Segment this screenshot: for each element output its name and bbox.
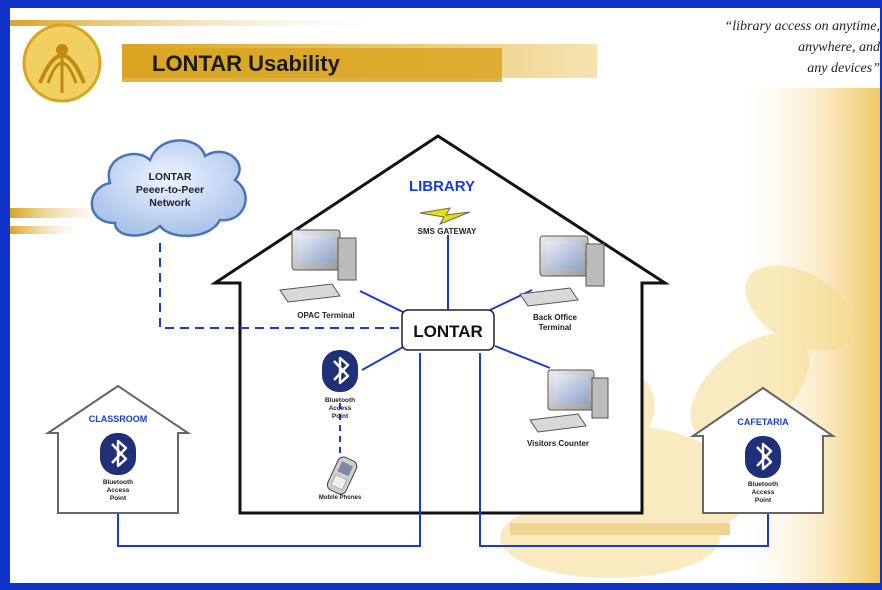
opac-label: OPAC Terminal <box>297 311 355 320</box>
phones-label: Mobile Phones <box>319 495 362 501</box>
mobile-phone-icon <box>326 456 358 495</box>
back-office-label-1: Back Office <box>533 313 578 322</box>
cafetaria-building: CAFETARIA Bluetooth Access Point <box>689 386 837 514</box>
visitors-link <box>494 345 551 369</box>
lightning-icon <box>419 207 471 225</box>
cloud-link <box>159 243 402 329</box>
tagline-line-1: “library access on anytime, <box>724 19 880 34</box>
sms-gateway: SMS GATEWAY <box>418 207 477 236</box>
cloud-line-2: Peeer-to-Peer <box>136 184 204 196</box>
cafetaria-bt-label-2: Access <box>752 489 775 496</box>
header: LONTAR Usability “library access on anyt… <box>22 19 880 103</box>
page-title: LONTAR Usability <box>152 51 341 76</box>
lontar-hub-label: LONTAR <box>413 322 483 341</box>
diagram-canvas: LONTAR Usability “library access on anyt… <box>10 19 880 583</box>
library-bt-label-3: Point <box>332 413 349 420</box>
computer-icon <box>519 235 605 307</box>
classroom-link <box>117 353 421 547</box>
sms-gateway-label: SMS GATEWAY <box>418 227 477 236</box>
cafetaria-link <box>479 353 769 547</box>
connections <box>117 235 769 547</box>
bluetooth-icon <box>322 350 358 392</box>
visitors-label: Visitors Counter <box>527 439 589 448</box>
tagline-line-3: any devices” <box>807 61 880 76</box>
classroom-bt-label-3: Point <box>110 495 127 502</box>
cloud-line-3: Network <box>149 197 191 209</box>
tagline-line-2: anywhere, and <box>798 40 880 55</box>
bluetooth-icon <box>745 436 781 478</box>
library-bt-label-1: Bluetooth <box>325 397 355 404</box>
computer-icon <box>529 369 609 433</box>
opac-link <box>359 290 406 314</box>
lontar-hub: LONTAR <box>401 309 495 351</box>
cafetaria-bt-label-3: Point <box>755 497 772 504</box>
opac-terminal: OPAC Terminal <box>279 229 357 320</box>
library-bt-label-2: Access <box>329 405 352 412</box>
cloud-line-1: LONTAR <box>149 171 192 183</box>
bluetooth-icon <box>100 433 136 475</box>
slide: LONTAR Usability “library access on anyt… <box>10 8 880 583</box>
classroom-bt-label-2: Access <box>107 487 130 494</box>
computer-icon <box>279 229 357 303</box>
cafetaria-title: CAFETARIA <box>737 417 789 427</box>
back-office-terminal: Back Office Terminal <box>519 235 605 332</box>
library-bluetooth-ap: Bluetooth Access Point <box>322 350 358 420</box>
p2p-network-cloud: LONTAR Peeer-to-Peer Network <box>90 139 247 238</box>
mobile-phone: Mobile Phones <box>319 456 362 501</box>
back-office-label-2: Terminal <box>539 323 572 332</box>
visitors-counter: Visitors Counter <box>527 369 609 448</box>
classroom-bt-label-1: Bluetooth <box>103 479 133 486</box>
classroom-building: CLASSROOM Bluetooth Access Point <box>44 384 192 514</box>
tagline: “library access on anytime, anywhere, an… <box>724 19 880 76</box>
classroom-title: CLASSROOM <box>89 414 148 424</box>
bluetooth-link <box>361 345 406 371</box>
cafetaria-bt-label-1: Bluetooth <box>748 481 778 488</box>
university-logo <box>22 23 102 103</box>
library-title: LIBRARY <box>409 178 475 195</box>
